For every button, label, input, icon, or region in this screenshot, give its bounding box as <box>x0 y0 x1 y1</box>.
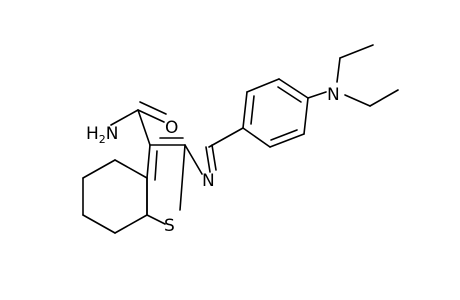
bond-benzene-inner-1 <box>270 129 298 141</box>
amide-n-label: N <box>106 124 119 144</box>
bond-benzene-inner-2 <box>277 86 302 103</box>
bond-c3-carbonyl <box>137 109 151 146</box>
bond-cyclohexane-4 <box>114 214 148 234</box>
bond-thiophene-c3a-c3 <box>146 144 151 179</box>
bond-amine-n-ethyl2-ch2 <box>344 94 371 107</box>
bond-benzene-3 <box>303 97 309 135</box>
bond-benzene-5 <box>246 78 280 93</box>
bond-benzene-4 <box>278 78 309 99</box>
bond-ethyl1-ch2-ch3 <box>339 44 374 59</box>
bond-aryl-amine-n <box>307 91 327 99</box>
bond-carbonyl-o-double <box>139 101 167 115</box>
bond-imine-n-ch-double <box>211 144 217 171</box>
bond-c2-imine-n <box>184 144 203 175</box>
bond-thiophene-c3a-c3-double <box>154 150 158 181</box>
bond-cyclohexane-1 <box>82 159 116 179</box>
bond-benzene-2 <box>269 133 305 148</box>
bond-cyclohexane-6 <box>114 159 148 179</box>
bond-thiophene-c2-s <box>179 144 186 211</box>
amide-h-label: H <box>86 124 99 144</box>
bond-ethyl2-ch2-ch3 <box>369 89 399 107</box>
bond-thiophene-s-c7a <box>146 214 166 225</box>
amide-subscript-label: 2 <box>99 133 106 146</box>
bond-imine-n-ch <box>205 146 211 173</box>
bond-benzene-inner-3 <box>250 95 255 125</box>
bond-carbonyl-o <box>137 109 165 123</box>
bond-amine-n-ethyl1-ch2 <box>336 57 341 83</box>
bond-benzene-6 <box>242 91 248 129</box>
thiophene-sulfur-label: S <box>164 216 175 236</box>
bond-carbonyl-n <box>110 109 139 126</box>
amide-nitrogen-label: H2N <box>86 124 119 146</box>
imine-nitrogen-label: N <box>202 171 215 191</box>
carbonyl-oxygen-label: O <box>165 118 178 138</box>
bond-ch-aryl <box>208 127 244 148</box>
bond-benzene-1 <box>242 127 271 148</box>
amine-nitrogen-label: N <box>327 85 340 105</box>
bond-cyclohexane-3 <box>82 214 116 234</box>
